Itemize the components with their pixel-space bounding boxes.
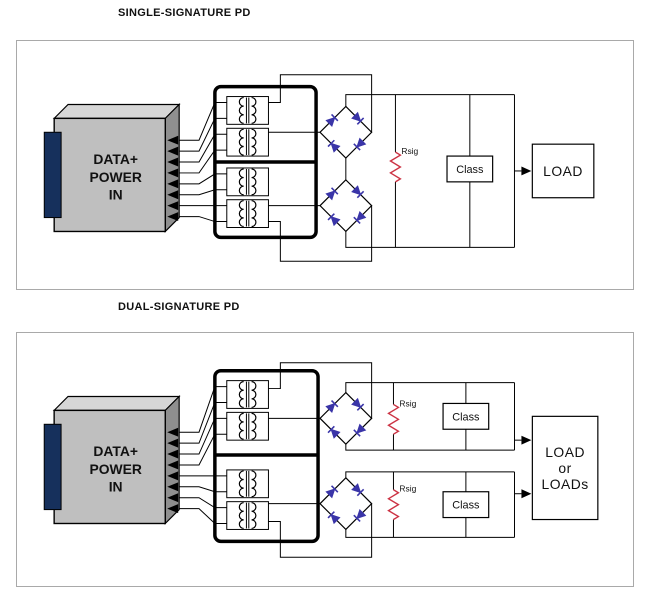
dual-signature-diagram: DATA+ POWER IN xyxy=(43,362,599,558)
source-label-line1: DATA+ xyxy=(93,151,138,167)
source-box-top-face xyxy=(52,103,181,119)
load-label-line2: or xyxy=(558,460,571,476)
source-box-top-face xyxy=(52,395,181,411)
source-box: DATA+ POWER IN xyxy=(43,395,181,525)
arrow-right-icon xyxy=(521,166,532,176)
class-label: Class xyxy=(456,164,484,176)
wires-dual xyxy=(178,362,522,558)
class-label-bottom: Class xyxy=(452,500,480,512)
transformer-box xyxy=(226,411,269,441)
diode-bridge-top xyxy=(320,106,372,158)
arrow-right-icon xyxy=(521,435,532,445)
load-box: LOAD xyxy=(521,143,595,199)
rsig-label: Rsig xyxy=(401,146,418,156)
source-label-line1: DATA+ xyxy=(93,443,138,459)
transformer-box xyxy=(226,167,269,197)
arrow-right-icon xyxy=(521,489,532,499)
diode-bridge-top xyxy=(320,393,372,445)
load-label: LOAD xyxy=(543,163,583,179)
transformer-box xyxy=(226,469,269,499)
load-box-outline xyxy=(531,143,595,199)
single-signature-panel: DATA+ POWER IN xyxy=(16,40,634,290)
dual-signature-panel: DATA+ POWER IN xyxy=(16,332,634,587)
transformer-icon xyxy=(238,168,257,196)
rsig-resistor: Rsig xyxy=(389,146,419,183)
transformer-icon xyxy=(238,412,257,440)
transformer-icon xyxy=(238,128,257,156)
single-signature-diagram: DATA+ POWER IN xyxy=(43,74,595,262)
rsig-resistor-bottom: Rsig xyxy=(387,484,417,521)
source-box-front-face xyxy=(53,409,166,525)
class-box-top: Class xyxy=(442,402,490,430)
resistor-zigzag-icon xyxy=(387,489,400,521)
transformer-box xyxy=(226,96,269,125)
transformer-box xyxy=(226,501,269,530)
class-box-outline xyxy=(446,155,494,183)
transformer-block xyxy=(213,84,318,240)
connector-panel xyxy=(43,423,62,511)
transformer-icon xyxy=(238,470,257,498)
rsig-label-bottom: Rsig xyxy=(399,484,416,494)
source-label-line3: IN xyxy=(109,187,123,203)
source-label-line2: POWER xyxy=(89,169,141,185)
source-label-line3: IN xyxy=(109,479,123,495)
source-box-front-face xyxy=(53,117,166,233)
source-box: DATA+ POWER IN xyxy=(43,103,181,233)
transformer-block xyxy=(213,368,320,544)
class-label-top: Class xyxy=(452,411,480,423)
transformer-box xyxy=(226,199,269,228)
single-signature-title: SINGLE-SIGNATURE PD xyxy=(118,7,251,19)
transformer-icon xyxy=(238,381,257,409)
rsig-resistor-top: Rsig xyxy=(387,398,417,435)
transformer-icon xyxy=(238,96,257,124)
source-label-line2: POWER xyxy=(89,461,141,477)
load-label-line1: LOAD xyxy=(545,444,585,460)
dual-signature-title: DUAL-SIGNATURE PD xyxy=(118,301,240,313)
load-label-line3: LOADs xyxy=(542,476,589,492)
load-box-outline xyxy=(531,415,599,521)
class-box-outline xyxy=(442,491,490,519)
class-box-outline xyxy=(442,402,490,430)
source-box-side-face xyxy=(164,395,180,525)
transformer-box xyxy=(226,380,269,409)
connector-panel xyxy=(43,131,62,219)
class-box: Class xyxy=(446,155,494,183)
transformer-icon xyxy=(238,200,257,228)
diode-bridge-bottom xyxy=(320,180,372,232)
class-box-bottom: Class xyxy=(442,491,490,519)
resistor-zigzag-icon xyxy=(389,151,402,183)
transformer-icon xyxy=(238,502,257,530)
resistor-zigzag-icon xyxy=(387,403,400,435)
source-box-side-face xyxy=(164,103,180,233)
rsig-label-top: Rsig xyxy=(399,398,416,408)
wires-single xyxy=(178,74,522,262)
load-box: LOAD or LOADs xyxy=(521,415,599,521)
diode-bridge-bottom xyxy=(320,478,372,530)
transformer-box xyxy=(226,127,269,157)
